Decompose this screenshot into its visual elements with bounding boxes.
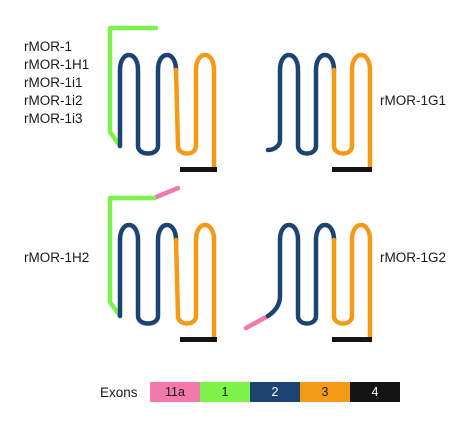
legend-title: Exons [100,385,138,400]
legend-label-3: 3 [321,385,329,399]
legend-label-4: 4 [371,385,379,399]
legend-swatch-11a: 11a [150,382,200,402]
label-rmor-1h2: rMOR-1H2 [24,250,90,265]
label-rmor-1g2: rMOR-1G2 [380,250,447,265]
label-rmor-1g1: rMOR-1G1 [380,93,447,108]
legend-swatch-4: 4 [350,382,400,402]
legend-label-1: 1 [221,385,229,399]
label-group-rmor-1: rMOR-1 rMOR-1H1 rMOR-1i1 rMOR-1i2 rMOR-1… [24,38,89,128]
exon-4-segment [332,337,372,342]
exon-2-segment [265,222,337,326]
exon-3-segment [331,222,373,343]
exon-1-segment [107,195,157,319]
exon-4-segment [332,167,372,172]
legend-swatch-3: 3 [300,382,350,402]
exon-4-segment [180,337,217,342]
diagram-rmor-1g1 [265,52,373,173]
exon-2-segment [117,52,179,156]
exon-11a-segment [243,313,271,331]
legend-label-2: 2 [271,385,279,399]
exon-1-segment [107,25,159,149]
legend-swatch-2: 2 [250,382,300,402]
label-rmor-1i3: rMOR-1i3 [24,111,83,126]
legend-label-11a: 11a [165,385,185,399]
exon-2-segment [265,52,337,156]
diagram-rmor-1g2 [243,222,373,343]
exon-4-segment [180,167,217,172]
diagram-rmor-1-group [107,25,217,173]
label-rmor-1i1: rMOR-1i1 [24,75,83,90]
legend-swatch-1: 1 [200,382,250,402]
exon-11a-segment [151,185,181,201]
exon-3-segment [173,52,217,173]
label-rmor-1: rMOR-1 [24,39,72,54]
exon-3-segment [173,222,217,343]
label-rmor-1i2: rMOR-1i2 [24,93,83,108]
exon-2-segment [117,222,179,326]
label-rmor-1h1: rMOR-1H1 [24,57,90,72]
diagram-rmor-1h2 [107,185,217,343]
exon-3-segment [331,52,373,173]
